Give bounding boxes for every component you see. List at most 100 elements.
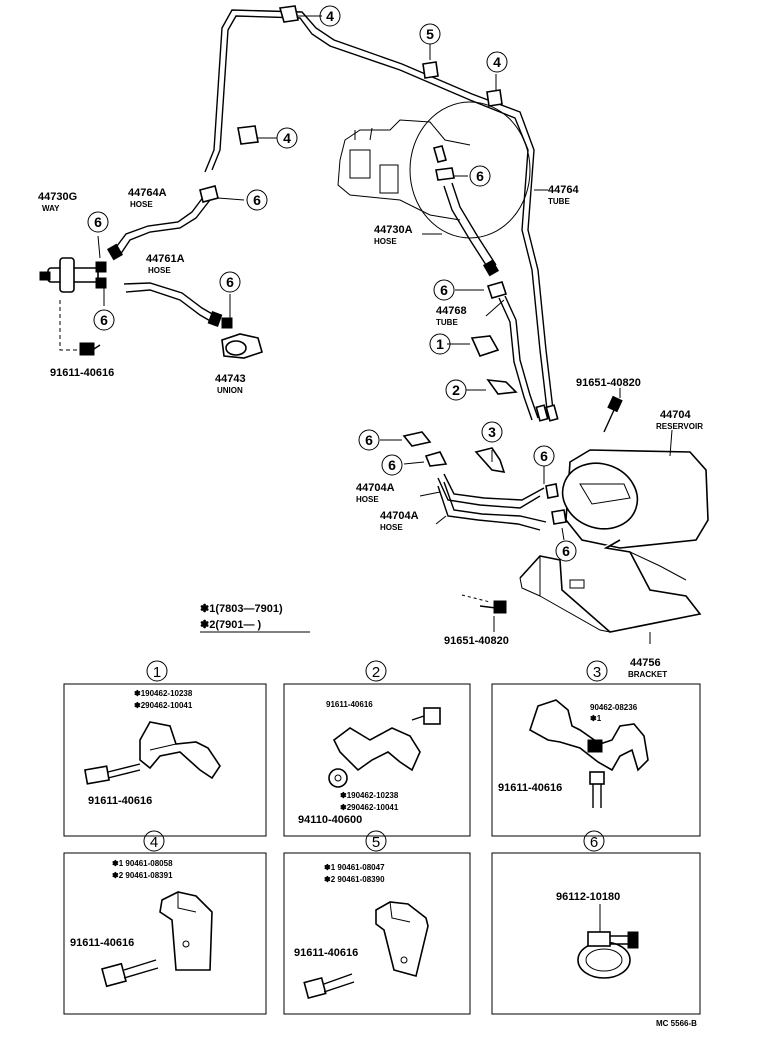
callout-6: 6 xyxy=(358,429,380,451)
callout-6: 6 xyxy=(469,165,491,187)
detail-panel-4: 4 ✽1 90461-08058 ✽2 90461-08391 91611-40… xyxy=(63,830,267,1015)
svg-text:✽1 90461-08058: ✽1 90461-08058 xyxy=(112,859,173,868)
bracket-44756 xyxy=(519,539,702,633)
hoses-44704a xyxy=(437,473,547,531)
svg-text:94110-40600: 94110-40600 xyxy=(298,814,362,826)
svg-text:6: 6 xyxy=(590,834,598,851)
detail-panel-6: 6 96112-10180 xyxy=(491,830,701,1015)
svg-text:2: 2 xyxy=(452,382,460,398)
label-44704a-1: 44704A xyxy=(356,482,395,494)
svg-text:6: 6 xyxy=(540,448,548,464)
detail-panel-1: 1 ✽190462-10238 ✽290462-10041 91611-4061… xyxy=(63,660,267,837)
svg-text:2: 2 xyxy=(372,664,380,681)
svg-text:6: 6 xyxy=(440,282,448,298)
svg-text:6: 6 xyxy=(562,543,570,559)
label-44704a-2: 44704A xyxy=(380,510,419,522)
callouts-main: 4 5 4 4 6 6 6 6 6 6 1 2 3 6 6 6 6 xyxy=(87,5,577,562)
svg-text:91611-40616: 91611-40616 xyxy=(88,795,152,807)
label-44756: 44756 xyxy=(630,657,661,669)
svg-text:3: 3 xyxy=(593,664,601,681)
svg-text:✽290462-10041: ✽290462-10041 xyxy=(134,701,193,710)
way-44730g xyxy=(39,257,107,351)
callout-2: 2 xyxy=(445,379,467,401)
detail-panel-3: 3 90462-08236 ✽1 91611-40616 xyxy=(491,660,701,837)
label-44730a: 44730A xyxy=(374,224,413,236)
svg-text:91611-40616: 91611-40616 xyxy=(498,782,562,794)
label-bolt-bracket: 91651-40820 xyxy=(444,635,509,647)
main-tube-assembly xyxy=(204,9,559,422)
svg-text:✽1(7803—7901): ✽1(7803—7901) xyxy=(200,603,283,615)
callout-4: 4 xyxy=(276,127,298,149)
callout-6: 6 xyxy=(246,189,268,211)
svg-text:4: 4 xyxy=(150,834,158,851)
svg-text:WAY: WAY xyxy=(42,204,60,213)
svg-text:4: 4 xyxy=(326,8,334,24)
label-44768: 44768 xyxy=(436,305,467,317)
svg-text:6: 6 xyxy=(226,274,234,290)
svg-text:4: 4 xyxy=(283,130,291,146)
callout-1: 1 xyxy=(429,333,451,355)
svg-text:✽1: ✽1 xyxy=(590,714,602,723)
svg-text:91611-40616: 91611-40616 xyxy=(70,937,134,949)
svg-text:96112-10180: 96112-10180 xyxy=(556,891,620,903)
svg-text:91611-40616: 91611-40616 xyxy=(294,947,358,959)
svg-text:BRACKET: BRACKET xyxy=(628,670,667,679)
svg-text:6: 6 xyxy=(365,432,373,448)
svg-text:UNION: UNION xyxy=(217,386,243,395)
svg-text:✽1 90461-08047: ✽1 90461-08047 xyxy=(324,863,385,872)
label-44761a: 44761A xyxy=(146,253,185,265)
label-44764a: 44764A xyxy=(128,187,167,199)
detail-panel-2: 2 91611-40616 ✽190462-10238 ✽290462-1004… xyxy=(283,660,471,837)
union-44743 xyxy=(221,317,263,359)
detail-panel-5: 5 ✽1 90461-08047 ✽2 90461-08390 91611-40… xyxy=(283,830,471,1015)
svg-text:3: 3 xyxy=(488,424,496,440)
svg-text:1: 1 xyxy=(436,336,444,352)
svg-text:4: 4 xyxy=(493,54,501,70)
svg-text:✽2 90461-08391: ✽2 90461-08391 xyxy=(112,871,173,880)
label-bolt-left: 91611-40616 xyxy=(50,367,114,379)
svg-text:TUBE: TUBE xyxy=(548,197,570,206)
callout-4: 4 xyxy=(319,5,341,27)
svg-text:5: 5 xyxy=(372,834,380,851)
label-bolt-right-top: 91651-40820 xyxy=(576,377,641,389)
master-cylinder-booster xyxy=(337,101,531,239)
svg-text:✽190462-10238: ✽190462-10238 xyxy=(340,791,399,800)
clamp-1-2-3-center xyxy=(402,335,518,474)
bolt-left-small xyxy=(79,342,101,356)
hose-44764a xyxy=(106,195,211,261)
svg-text:RESERVOIR: RESERVOIR xyxy=(656,422,703,431)
callout-6: 6 xyxy=(93,309,115,331)
reservoir-44704 xyxy=(545,449,709,549)
svg-text:HOSE: HOSE xyxy=(380,523,403,532)
svg-text:91611-40616: 91611-40616 xyxy=(326,700,373,709)
hose-44730a xyxy=(443,182,508,299)
svg-text:90462-08236: 90462-08236 xyxy=(590,703,638,712)
svg-text:TUBE: TUBE xyxy=(436,318,458,327)
svg-text:✽190462-10238: ✽190462-10238 xyxy=(134,689,193,698)
callout-3: 3 xyxy=(481,421,503,443)
svg-text:✽290462-10041: ✽290462-10041 xyxy=(340,803,399,812)
leader-lines xyxy=(97,15,673,644)
svg-text:6: 6 xyxy=(388,457,396,473)
callout-4: 4 xyxy=(486,51,508,73)
callout-6: 6 xyxy=(433,279,455,301)
svg-text:HOSE: HOSE xyxy=(374,237,397,246)
svg-text:6: 6 xyxy=(100,312,108,328)
svg-text:1: 1 xyxy=(153,664,161,681)
svg-text:5: 5 xyxy=(426,26,434,42)
label-44743: 44743 xyxy=(215,373,246,385)
svg-text:6: 6 xyxy=(476,168,484,184)
callout-6: 6 xyxy=(381,454,403,476)
drawing-code: MC 5566-B xyxy=(656,1019,697,1028)
svg-text:✽2 90461-08390: ✽2 90461-08390 xyxy=(324,875,385,884)
callout-6: 6 xyxy=(219,271,241,293)
callout-6: 6 xyxy=(87,211,109,233)
callout-6: 6 xyxy=(555,540,577,562)
part-labels: 44730G WAY 44764A HOSE 44761A HOSE 44743… xyxy=(38,184,703,679)
svg-text:6: 6 xyxy=(94,214,102,230)
production-notes: ✽1(7803—7901) ✽2(7901— ) xyxy=(200,603,310,633)
callout-5: 5 xyxy=(419,23,441,45)
label-44764: 44764 xyxy=(548,184,579,196)
